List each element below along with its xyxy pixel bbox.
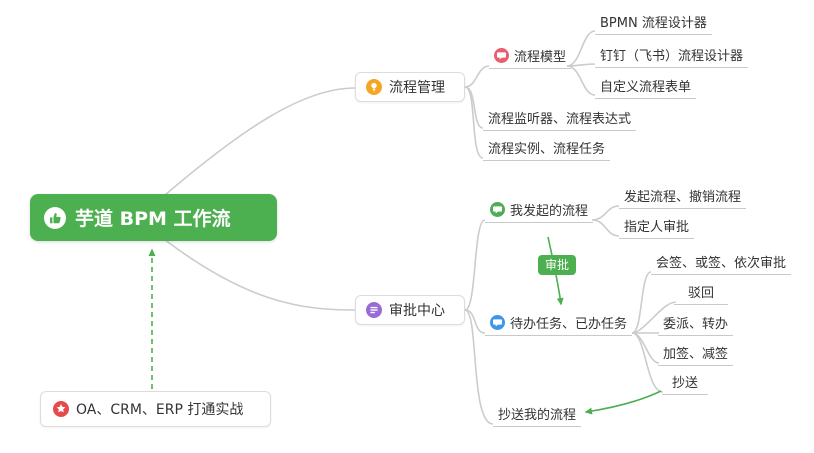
cc-label: 抄送 — [672, 376, 699, 391]
edge-root-approval — [149, 227, 356, 311]
approval-badge[interactable]: 审批 — [538, 255, 577, 275]
node-countersign[interactable]: 会签、或签、依次审批 — [651, 250, 792, 275]
assignee-approval-label: 指定人审批 — [624, 220, 690, 235]
approval-badge-label: 审批 — [545, 258, 570, 272]
approval-center-label: 审批中心 — [389, 303, 445, 319]
edge-model-bpmn — [566, 30, 596, 67]
todo-done-icon — [490, 315, 505, 330]
my-initiated-label: 我发起的流程 — [510, 204, 589, 219]
root-label: 芋道 BPM 工作流 — [75, 208, 231, 230]
todo-done-label: 待办任务、已办任务 — [510, 317, 628, 332]
thumbs-up-icon — [44, 206, 66, 229]
node-custom-form[interactable]: 自定义流程表单 — [595, 74, 697, 99]
my-initiated-icon — [490, 202, 505, 217]
root-node[interactable]: 芋道 BPM 工作流 — [30, 194, 277, 241]
listener-expression-label: 流程监听器、流程表达式 — [488, 112, 632, 127]
node-initiate-cancel[interactable]: 发起流程、撤销流程 — [619, 184, 747, 209]
node-listener-expression[interactable]: 流程监听器、流程表达式 — [483, 106, 637, 131]
node-addsign-subsign[interactable]: 加签、减签 — [658, 341, 734, 366]
node-my-initiated[interactable]: 我发起的流程 — [485, 198, 594, 223]
oa-crm-erp-note-label: OA、CRM、ERP 打通实战 — [76, 402, 244, 418]
edge-myinit-assignee — [591, 219, 620, 237]
node-dingtalk-designer[interactable]: 钉钉（飞书）流程设计器 — [595, 43, 749, 68]
edge-model-custom — [566, 65, 596, 96]
addsign-subsign-label: 加签、减签 — [663, 347, 729, 362]
countersign-label: 会签、或签、依次审批 — [656, 256, 787, 271]
lightbulb-icon — [366, 79, 382, 95]
delegate-transfer-label: 委派、转办 — [663, 317, 729, 332]
node-reject[interactable]: 驳回 — [674, 280, 729, 305]
process-model-label: 流程模型 — [514, 50, 567, 65]
approval-center-icon — [366, 302, 382, 318]
edge-todo-cc — [631, 332, 664, 393]
process-model-icon — [494, 48, 509, 63]
process-management-label: 流程管理 — [389, 80, 445, 96]
reject-label: 驳回 — [688, 286, 715, 301]
node-cc-my-process[interactable]: 抄送我的流程 — [493, 402, 582, 427]
instance-task-label: 流程实例、流程任务 — [488, 142, 606, 157]
node-delegate-transfer[interactable]: 委派、转办 — [658, 311, 734, 336]
edge-pm-model — [464, 65, 490, 88]
edge-todo-reject — [631, 301, 677, 334]
node-todo-done[interactable]: 待办任务、已办任务 — [485, 311, 633, 336]
star-icon — [53, 401, 69, 417]
initiate-cancel-label: 发起流程、撤销流程 — [624, 190, 742, 205]
node-cc[interactable]: 抄送 — [662, 370, 709, 395]
edge-todo-countersign — [631, 271, 652, 334]
node-approval-center[interactable]: 审批中心 — [355, 295, 465, 325]
node-process-management[interactable]: 流程管理 — [355, 72, 465, 102]
node-assignee-approval[interactable]: 指定人审批 — [619, 214, 695, 239]
node-oa-crm-erp-note[interactable]: OA、CRM、ERP 打通实战 — [40, 391, 271, 427]
edge-myinit-initiate — [591, 205, 620, 221]
node-bpmn-designer[interactable]: BPMN 流程设计器 — [595, 10, 712, 35]
edge-ac-myinit — [464, 219, 486, 311]
cc-my-process-label: 抄送我的流程 — [498, 408, 577, 423]
edge-root-process — [149, 87, 356, 209]
node-instance-task[interactable]: 流程实例、流程任务 — [483, 136, 611, 161]
arrow-cc-to-ccmy — [584, 390, 662, 415]
edge-ac-ccmy — [464, 309, 494, 425]
node-process-model[interactable]: 流程模型 — [489, 44, 572, 69]
dingtalk-designer-label: 钉钉（飞书）流程设计器 — [600, 49, 744, 64]
bpmn-designer-label: BPMN 流程设计器 — [600, 16, 707, 31]
custom-form-label: 自定义流程表单 — [600, 80, 692, 95]
edge-pm-instance — [464, 86, 484, 159]
